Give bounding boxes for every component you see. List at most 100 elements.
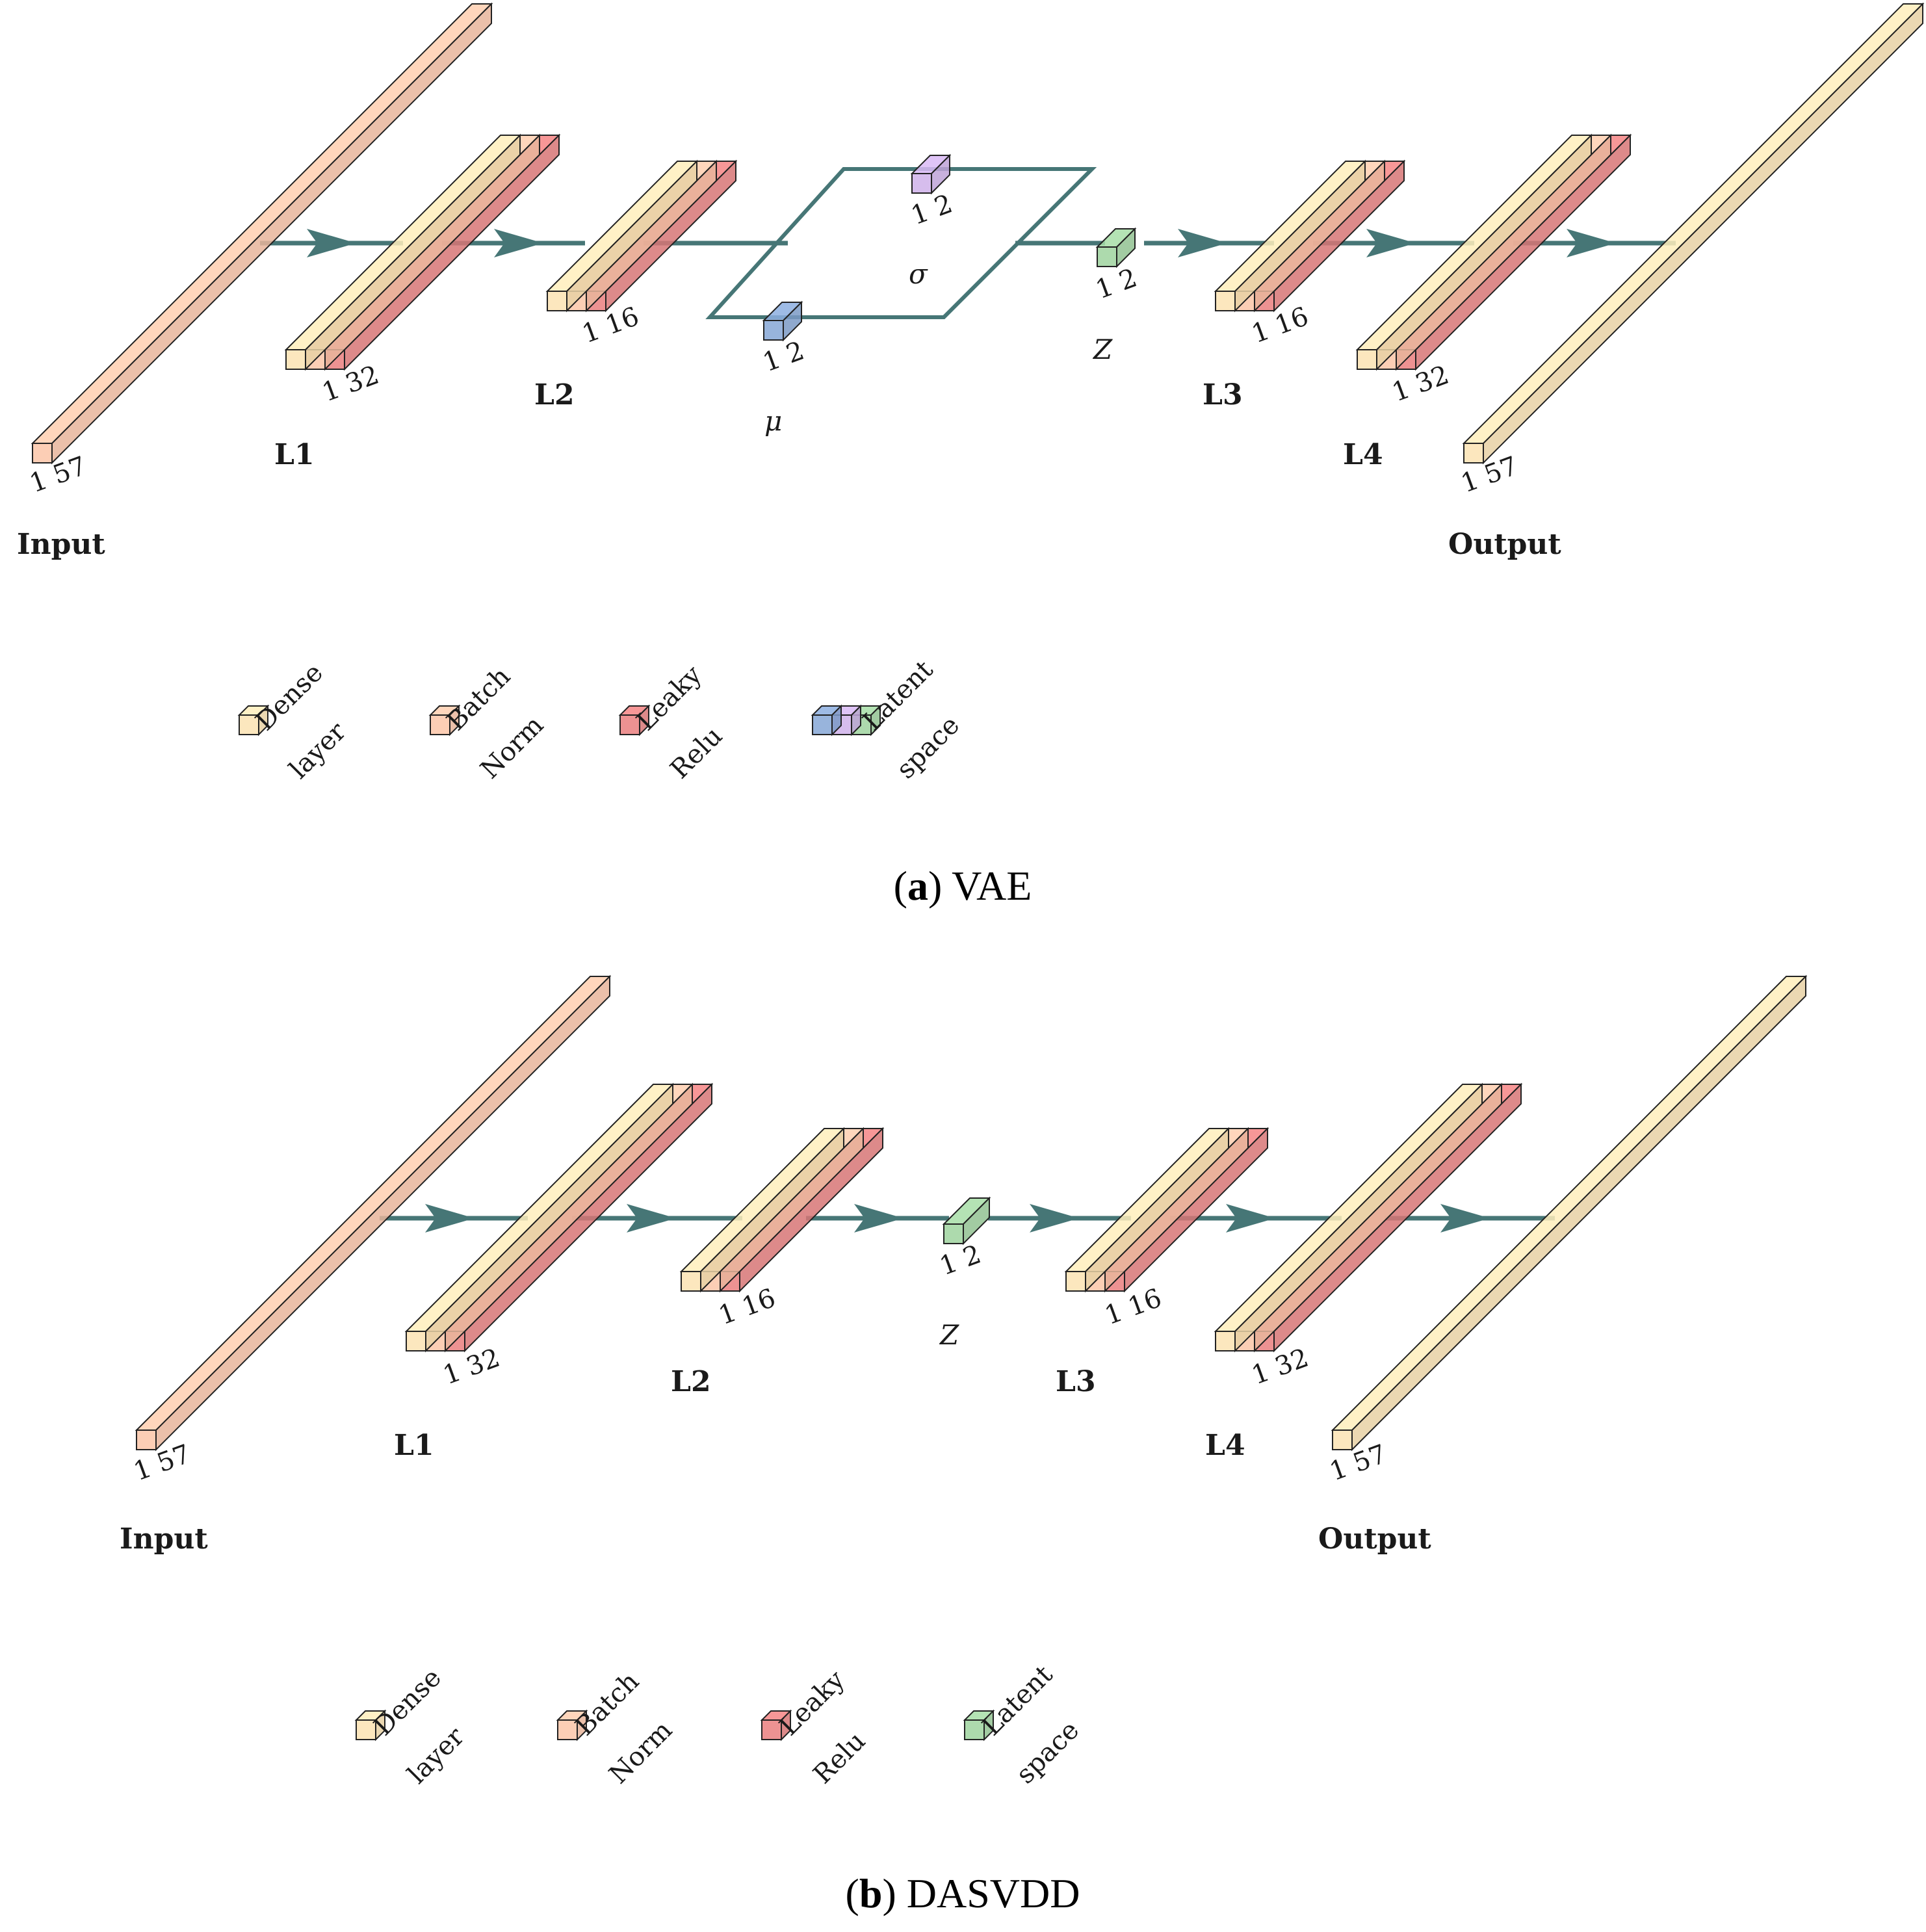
- block-side-face: [1376, 133, 1592, 371]
- connector-arrowhead: [1567, 229, 1616, 257]
- block-front-face: [619, 714, 640, 735]
- legend-relu-label: Leaky: [774, 1665, 851, 1742]
- panel-dasvdd: 1 57 1 32 1 16 1 2 1 16 1 32 1 57 Input …: [120, 974, 1808, 1916]
- legend-dense-label: Dense: [250, 658, 329, 737]
- legend-latent-icon: [811, 704, 882, 737]
- block-front-face: [430, 714, 450, 735]
- panel-vae: 1 57 1 32 1 16 1 2 1 2 1 2 1 16 1 32 1 5…: [17, 2, 1925, 909]
- dasvdd-l3-block: [1064, 1127, 1269, 1293]
- vae-l4-label: L4: [1343, 438, 1383, 471]
- block-front-face: [557, 1719, 578, 1740]
- block-front-face: [1357, 349, 1377, 370]
- vae-mu-label: μ: [764, 405, 782, 437]
- block-front-face: [547, 291, 567, 311]
- block-front-face: [964, 1719, 985, 1740]
- vae-l4-block: [1355, 133, 1632, 371]
- block-side-face: [344, 133, 560, 371]
- legend-dense-icon: [354, 1709, 387, 1742]
- dasvdd-l2-block: [679, 1127, 885, 1293]
- connector-arrowhead: [627, 1204, 676, 1233]
- legend-dense-label: Dense: [369, 1663, 447, 1742]
- vae-l1-label: L1: [274, 438, 315, 471]
- block-front-face: [681, 1271, 701, 1292]
- legend-batchnorm-label-2: Norm: [475, 710, 550, 785]
- dasvdd-l1-label: L1: [394, 1429, 434, 1462]
- block-front-face: [1065, 1271, 1086, 1292]
- vae-caption: (a) VAE: [894, 863, 1032, 909]
- block-front-face: [1332, 1429, 1353, 1450]
- vae-output-label: Output: [1448, 528, 1561, 561]
- dasvdd-output-label: Output: [1318, 1522, 1431, 1556]
- connector-arrowhead: [1226, 1204, 1275, 1233]
- legend-batchnorm-label-2: Norm: [604, 1715, 679, 1790]
- vae-sigma-dim: 1 2: [907, 189, 957, 231]
- block-front-face: [136, 1429, 157, 1450]
- dasvdd-caption: (b) DASVDD: [846, 1870, 1080, 1916]
- vae-mu-block: [762, 300, 803, 342]
- dasvdd-output-block: [1331, 974, 1808, 1452]
- dasvdd-legend: Dense layer Batch Norm Leaky Relu Latent…: [354, 1660, 1085, 1790]
- vae-output-block: [1462, 2, 1925, 465]
- block-front-face: [1215, 1331, 1236, 1351]
- dasvdd-l3-label: L3: [1056, 1365, 1096, 1398]
- dasvdd-z-label: Z: [939, 1319, 959, 1351]
- legend-relu-icon: [760, 1709, 792, 1742]
- vae-input-block: [31, 2, 493, 465]
- legend-latent-label: Latent: [857, 655, 939, 737]
- connector-arrowhead: [1440, 1204, 1490, 1233]
- dasvdd-input-block: [135, 974, 612, 1452]
- legend-batchnorm-icon: [556, 1709, 588, 1742]
- dasvdd-z-dim: 1 2: [936, 1239, 985, 1281]
- legend-latent-label: Latent: [977, 1660, 1059, 1742]
- vae-z-label: Z: [1092, 333, 1113, 365]
- connector-arrowhead: [1178, 229, 1227, 257]
- vae-input-label: Input: [17, 528, 105, 561]
- dasvdd-z-block: [942, 1196, 991, 1246]
- block-front-face: [1463, 443, 1484, 463]
- connector-arrowhead: [1366, 229, 1416, 257]
- block-side-face: [1351, 974, 1806, 1452]
- vae-legend: Dense layer Batch Norm Leaky Relu Latent…: [237, 655, 965, 785]
- block-side-face: [720, 1127, 864, 1293]
- connector-arrowhead: [307, 229, 356, 257]
- vae-l3-label: L3: [1203, 378, 1243, 411]
- legend-relu-label-2: Relu: [808, 1726, 872, 1790]
- legend-relu-label: Leaky: [631, 660, 708, 737]
- block-front-face: [406, 1331, 426, 1351]
- legend-relu-icon: [618, 704, 651, 737]
- vae-z-dim: 1 2: [1092, 263, 1141, 305]
- block-side-face: [1104, 1127, 1249, 1293]
- block-front-face: [239, 714, 259, 735]
- dasvdd-l2-label: L2: [671, 1365, 711, 1398]
- connector-arrowhead: [494, 229, 543, 257]
- block-front-face: [812, 714, 833, 735]
- block-front-face: [285, 349, 306, 370]
- legend-dense-icon: [237, 704, 270, 737]
- block-top-face: [1214, 1084, 1484, 1332]
- dasvdd-caption-name: DASVDD: [907, 1870, 1080, 1916]
- vae-z-block: [1095, 227, 1137, 268]
- block-side-face: [1085, 1127, 1229, 1293]
- vae-mu-dim: 1 2: [759, 335, 809, 378]
- dasvdd-l4-block: [1214, 1082, 1523, 1353]
- block-front-face: [1097, 246, 1117, 267]
- dasvdd-input-label: Input: [120, 1522, 208, 1556]
- block-front-face: [943, 1223, 964, 1244]
- legend-relu-label-2: Relu: [665, 721, 729, 785]
- vae-caption-name: VAE: [952, 863, 1032, 909]
- block-front-face: [356, 1719, 376, 1740]
- legend-dense-label-2: layer: [402, 1721, 471, 1790]
- block-front-face: [761, 1719, 782, 1740]
- block-front-face: [1215, 291, 1236, 311]
- legend-batchnorm-icon: [428, 704, 461, 737]
- connector-arrowhead: [425, 1204, 475, 1233]
- block-side-face: [700, 1127, 844, 1293]
- legend-dense-label-2: layer: [284, 716, 352, 785]
- legend-batchnorm-label: Batch: [570, 1666, 645, 1742]
- vae-l1-block: [284, 133, 561, 371]
- dasvdd-l1-block: [404, 1082, 714, 1353]
- latent-sampling-parallelogram: [705, 167, 1097, 319]
- vae-l3-block: [1214, 159, 1406, 313]
- vae-sigma-block: [910, 153, 952, 195]
